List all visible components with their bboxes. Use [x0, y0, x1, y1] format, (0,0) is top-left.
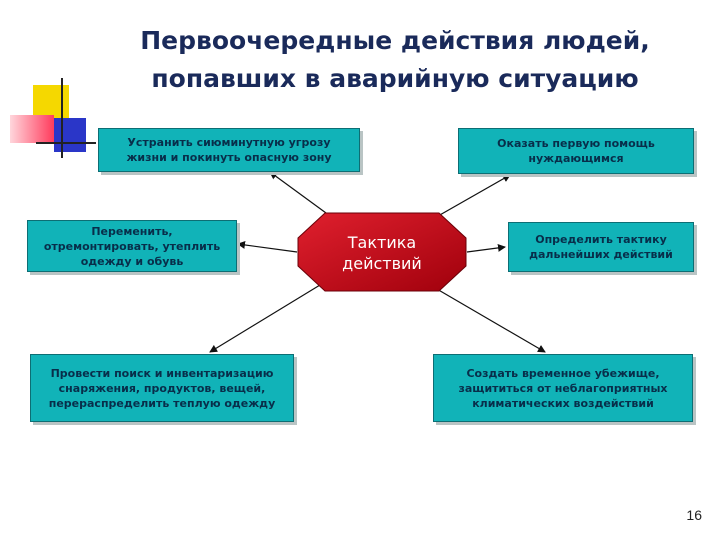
decor-horizontal-line: [36, 142, 96, 144]
node-top-left: Устранить сиюминутную угрозу жизни и пок…: [98, 128, 360, 172]
node-text: Устранить сиюминутную угрозу: [127, 136, 331, 149]
node-mid-left: Переменить, отремонтировать, утеплить од…: [27, 220, 237, 272]
node-text: Создать временное убежище,: [466, 366, 660, 380]
node-text: Оказать первую помощь: [497, 137, 655, 150]
arrow-to-mid-right: [466, 243, 506, 253]
decor-pink-square: [10, 115, 54, 143]
node-text: снаряжения, продуктов, вещей,: [58, 381, 266, 395]
center-label-line-2: действий: [342, 254, 422, 273]
center-label-line-1: Тактика: [347, 233, 417, 252]
arrow-to-bottom-left: [209, 284, 321, 353]
decor-blue-square: [54, 118, 86, 152]
node-text: нуждающимся: [528, 152, 624, 165]
node-mid-right: Определить тактику дальнейших действий: [508, 222, 694, 272]
title-line-2: попавших в аварийную ситуацию: [151, 64, 639, 93]
node-text: дальнейших действий: [529, 248, 673, 261]
node-text: Переменить,: [91, 224, 173, 238]
page-number: 16: [686, 507, 702, 523]
node-text: отремонтировать, утеплить: [43, 239, 221, 253]
arrow-to-bottom-right: [429, 284, 546, 353]
decor-vertical-line: [61, 78, 63, 158]
page-title: Первоочередные действия людей, попавших …: [95, 22, 695, 98]
node-text: одежду и обувь: [80, 254, 184, 268]
node-text: Определить тактику: [535, 233, 667, 246]
node-text: Провести поиск и инвентаризацию: [50, 366, 274, 380]
node-text: защититься от неблагоприятных: [458, 381, 668, 395]
node-bottom-right: Создать временное убежище, защититься от…: [433, 354, 693, 422]
arrow-to-mid-left: [237, 240, 298, 253]
node-bottom-left: Провести поиск и инвентаризацию снаряжен…: [30, 354, 294, 422]
node-text: перераспределить теплую одежду: [48, 396, 276, 410]
node-top-right: Оказать первую помощь нуждающимся: [458, 128, 694, 174]
title-line-1: Первоочередные действия людей,: [140, 26, 650, 55]
center-octagon: [297, 212, 467, 292]
node-text: климатических воздействий: [472, 396, 654, 410]
center-label: Тактика действий: [297, 232, 467, 274]
node-text: жизни и покинуть опасную зону: [126, 151, 332, 164]
